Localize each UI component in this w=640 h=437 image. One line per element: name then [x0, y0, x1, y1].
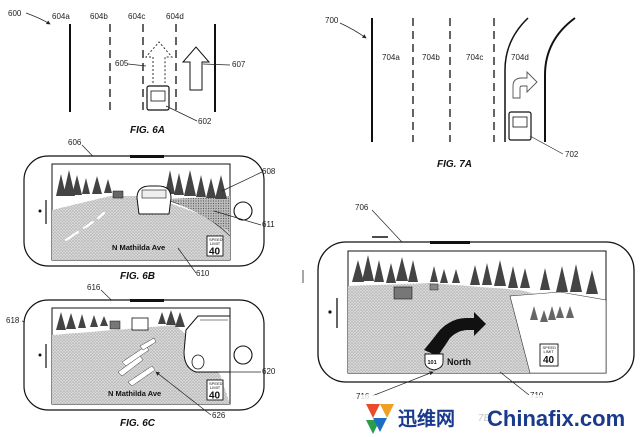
lane-label-704c: 704c	[466, 53, 483, 62]
dashed-arrow-icon	[144, 41, 174, 83]
tree-line	[352, 255, 598, 294]
figure-6a: 600 604a 604b 604c 604d 605 607 602 FIG.…	[8, 9, 246, 136]
tree-line	[56, 310, 185, 330]
svg-text:40: 40	[543, 355, 555, 366]
caption-fig-7a: FIG. 7A	[437, 159, 472, 170]
distant-car-icon	[429, 283, 439, 291]
direction-label: North	[447, 357, 471, 367]
distant-car-icon	[109, 320, 121, 330]
solid-arrow-icon	[181, 46, 211, 91]
ref-618: 618	[6, 316, 20, 325]
lane-label-704b: 704b	[422, 53, 440, 62]
ref-700: 700	[325, 16, 339, 25]
ref-600: 600	[8, 9, 22, 18]
ref-626: 626	[212, 411, 226, 420]
home-button	[233, 345, 253, 365]
lane-label-704a: 704a	[382, 53, 400, 62]
caption-fig-6a: FIG. 6A	[130, 125, 165, 136]
ref-606: 606	[68, 138, 82, 147]
lane-label-704d: 704d	[511, 53, 529, 62]
exit-lane-edge	[504, 17, 529, 142]
vehicle-icon	[508, 111, 532, 141]
vehicle-icon	[146, 85, 170, 111]
leader-600	[25, 12, 51, 25]
roadside-shrubs	[530, 306, 574, 322]
svg-text:LIMIT: LIMIT	[210, 241, 221, 246]
turn-arrow-icon	[512, 70, 538, 99]
watermark-logo-icon	[366, 404, 394, 434]
ref-607: 607	[232, 60, 246, 69]
lane-label-604d: 604d	[166, 12, 184, 21]
svg-text:LIMIT: LIMIT	[544, 349, 555, 354]
speed-limit-sign: SPEED LIMIT 40	[539, 343, 559, 367]
car-icon	[131, 317, 149, 331]
svg-text:SPEED: SPEED	[543, 345, 557, 350]
caption-fig-6c: FIG. 6C	[120, 418, 156, 429]
highway-shield-icon: 101	[424, 353, 444, 371]
lane-label-604a: 604a	[52, 12, 70, 21]
watermark: 迅维网 Chinafix.com	[360, 395, 640, 437]
street-name: N Mathilda Ave	[108, 389, 161, 398]
svg-text:SPEED: SPEED	[209, 237, 223, 242]
tree-line	[56, 170, 227, 199]
svg-text:SPEED: SPEED	[209, 381, 223, 386]
ref-611: 611	[262, 220, 275, 229]
ref-706: 706	[355, 203, 369, 212]
ref-602: 602	[198, 117, 212, 126]
lane-label-604c: 604c	[128, 12, 145, 21]
watermark-chinese: 迅维网	[398, 407, 455, 430]
figure-6b: 606 N Mathilda Ave SPEED LIMIT	[23, 138, 276, 282]
speed-limit-sign: SPEED LIMIT 40	[206, 235, 224, 258]
figure-7a: 700 704a 704b 704c 704d 702 FIG. 7A	[325, 16, 579, 170]
home-button	[233, 201, 253, 221]
street-name: N Mathilda Ave	[112, 243, 165, 252]
lane-label-604b: 604b	[90, 12, 108, 21]
figure-7b: 706 101 North	[302, 203, 635, 424]
ref-608: 608	[262, 167, 276, 176]
roadside	[168, 196, 230, 232]
parked-car-icon	[183, 315, 231, 373]
svg-text:40: 40	[209, 391, 221, 402]
ref-702: 702	[565, 150, 579, 159]
turn-right-arrow-icon	[424, 312, 486, 356]
figure-6c: 616 618 N Mathilda Ave	[6, 283, 276, 429]
ref-620: 620	[262, 367, 276, 376]
ref-610: 610	[196, 269, 210, 278]
ref-605: 605	[115, 59, 129, 68]
svg-text:40: 40	[209, 247, 221, 258]
caption-fig-6b: FIG. 6B	[120, 271, 155, 282]
car-icon	[393, 286, 413, 300]
watermark-site: Chinafix.com	[487, 406, 625, 431]
lane-markings	[64, 211, 106, 242]
road-surface	[52, 196, 230, 260]
speed-limit-sign: SPEED LIMIT 40	[206, 379, 224, 402]
lane-guidance-arrows	[117, 337, 157, 387]
road-edge-right	[544, 17, 576, 142]
svg-text:101: 101	[428, 360, 437, 366]
svg-text:LIMIT: LIMIT	[210, 385, 221, 390]
ref-616: 616	[87, 283, 101, 292]
distant-car-icon	[112, 190, 124, 199]
